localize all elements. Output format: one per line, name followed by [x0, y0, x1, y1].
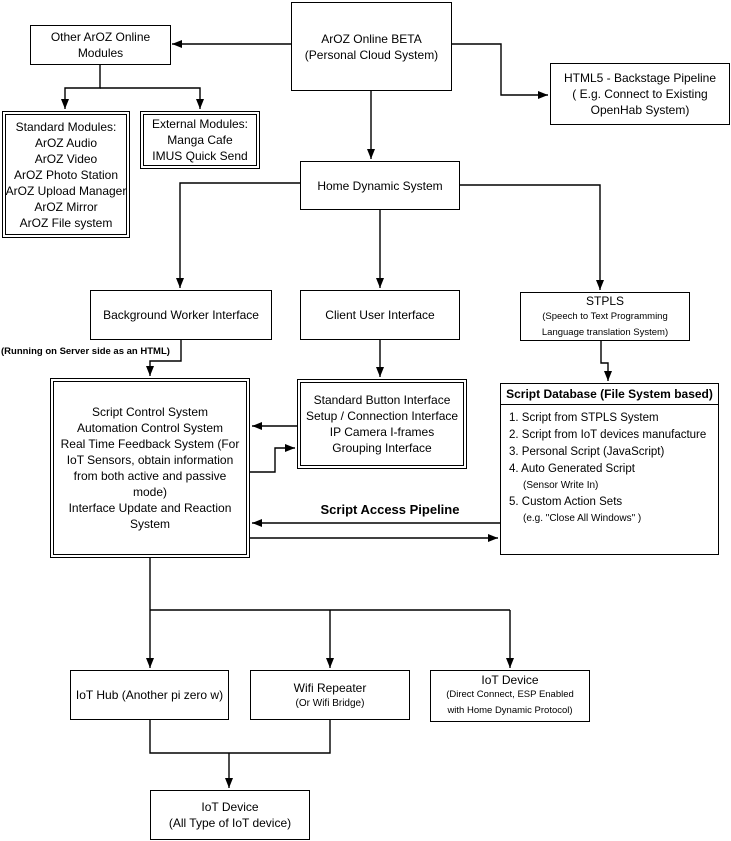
node-iot-device-direct: IoT Device (Direct Connect, ESP Enabled … [430, 670, 590, 722]
script-database-header: Script Database (File System based) [501, 384, 718, 405]
edge-other-to-external-modules [100, 87, 204, 109]
script-access-pipeline-label: Script Access Pipeline [320, 502, 460, 517]
node-other-aroz-online-modules: Other ArOZ Online Modules [30, 25, 171, 65]
node-standard-modules: Standard Modules: ArOZ Audio ArOZ Video … [2, 111, 130, 238]
edge-aroz-to-html5 [452, 43, 548, 99]
edge-home-to-background-worker [176, 182, 300, 288]
node-label: Client User Interface [325, 308, 435, 322]
node-label: IoT Hub (Another pi zero w) [75, 688, 224, 702]
node-html5-backstage-pipeline: HTML5 - Backstage Pipeline ( E.g. Connec… [550, 63, 730, 125]
node-stpls: STPLS (Speech to Text Programming Langua… [520, 292, 690, 341]
script-database-subitem: (e.g. "Close All Windows" ) [523, 513, 642, 524]
node-subtitle: (Speech to Text Programming Language tra… [541, 310, 669, 338]
node-subtitle: (Direct Connect, ESP Enabled with Home D… [446, 689, 574, 716]
node-title: Wifi Repeater [293, 680, 367, 695]
edge-stpls-to-script-db [600, 341, 612, 381]
node-subtitle: (Or Wifi Bridge) [295, 697, 365, 709]
node-iot-device-all: IoT Device (All Type of IoT device) [150, 790, 310, 840]
node-script-control-system: Script Control System Automation Control… [50, 378, 250, 558]
node-label: Home Dynamic System [317, 178, 443, 193]
node-aroz-online-beta: ArOZ Online BETA (Personal Cloud System) [291, 2, 452, 91]
script-database-item: 2. Script from IoT devices manufacture [509, 429, 707, 441]
edge-other-to-standard-modules [61, 65, 101, 109]
node-home-dynamic-system: Home Dynamic System [300, 161, 460, 210]
node-background-worker-interface: Background Worker Interface [90, 290, 272, 340]
edge-home-to-stpls [460, 184, 604, 290]
node-label: ArOZ Online BETA (Personal Cloud System) [304, 31, 439, 62]
node-iot-hub: IoT Hub (Another pi zero w) [70, 670, 229, 720]
node-standard-button-interface: Standard Button Interface Setup / Connec… [297, 379, 467, 469]
node-title: STPLS [585, 293, 624, 308]
node-external-modules: External Modules: Manga Cafe IMUS Quick … [140, 111, 260, 169]
edge-hub-repeater-join [149, 720, 331, 754]
script-database-item: 4. Auto Generated Script [509, 463, 635, 475]
node-title: IoT Device [481, 673, 539, 687]
running-on-server-note: (Running on Server side as an HTML) [1, 346, 170, 357]
edge-script-control-to-button [250, 444, 295, 473]
node-label: IoT Device (All Type of IoT device) [168, 800, 292, 830]
edge-worker-to-script-control [146, 340, 182, 376]
script-database-item: 5. Custom Action Sets [509, 496, 623, 508]
script-database-subitem: (Sensor Write In) [523, 480, 599, 491]
node-label: Script Control System Automation Control… [60, 405, 240, 531]
script-database-item: 3. Personal Script (JavaScript) [509, 446, 665, 458]
node-label: Standard Modules: ArOZ Audio ArOZ Video … [5, 119, 127, 230]
node-label: External Modules: Manga Cafe IMUS Quick … [151, 117, 249, 163]
node-label: Other ArOZ Online Modules [50, 30, 151, 60]
node-label: Standard Button Interface Setup / Connec… [305, 393, 459, 455]
node-script-database: Script Database (File System based) 1. S… [500, 383, 719, 555]
node-label: HTML5 - Backstage Pipeline ( E.g. Connec… [563, 71, 717, 117]
node-client-user-interface: Client User Interface [300, 290, 460, 340]
script-database-list: 1. Script from STPLS System 2. Script fr… [501, 405, 718, 527]
node-wifi-repeater: Wifi Repeater (Or Wifi Bridge) [250, 670, 410, 720]
script-database-item: 1. Script from STPLS System [509, 412, 659, 424]
node-label: Background Worker Interface [103, 308, 259, 322]
